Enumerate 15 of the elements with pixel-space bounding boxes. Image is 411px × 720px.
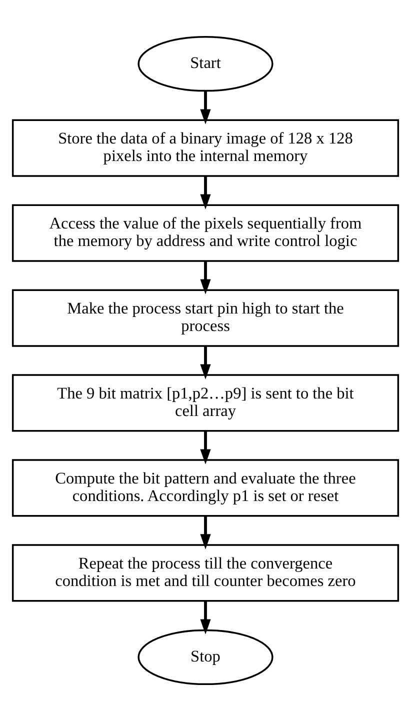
node-box: Repeat the process till the convergence condition is met and till counter becomes zero (12, 544, 400, 602)
arrow (200, 260, 211, 294)
node-box: The 9 bit matrix [p1,p2…p9] is sent to the bit cell array (12, 374, 400, 432)
node-box: Compute the bit pattern and evaluate the three conditions. Accordingly p1 is set or reset (12, 458, 400, 516)
node-box: Store the data of a binary image of 128 x 128 pixels into the internal memory (12, 118, 400, 176)
node-box: Access the value of the pixels sequentially from the memory by address and write control logic (12, 204, 400, 262)
node-box: Make the process start pin high to start the process (12, 288, 400, 346)
node-ellipse: Start (138, 35, 274, 92)
arrow (200, 176, 211, 209)
node-ellipse: Stop (138, 628, 274, 685)
arrow (200, 516, 211, 549)
arrow (200, 346, 211, 379)
arrow (200, 90, 211, 124)
arrow (200, 430, 211, 464)
arrow (200, 600, 211, 634)
